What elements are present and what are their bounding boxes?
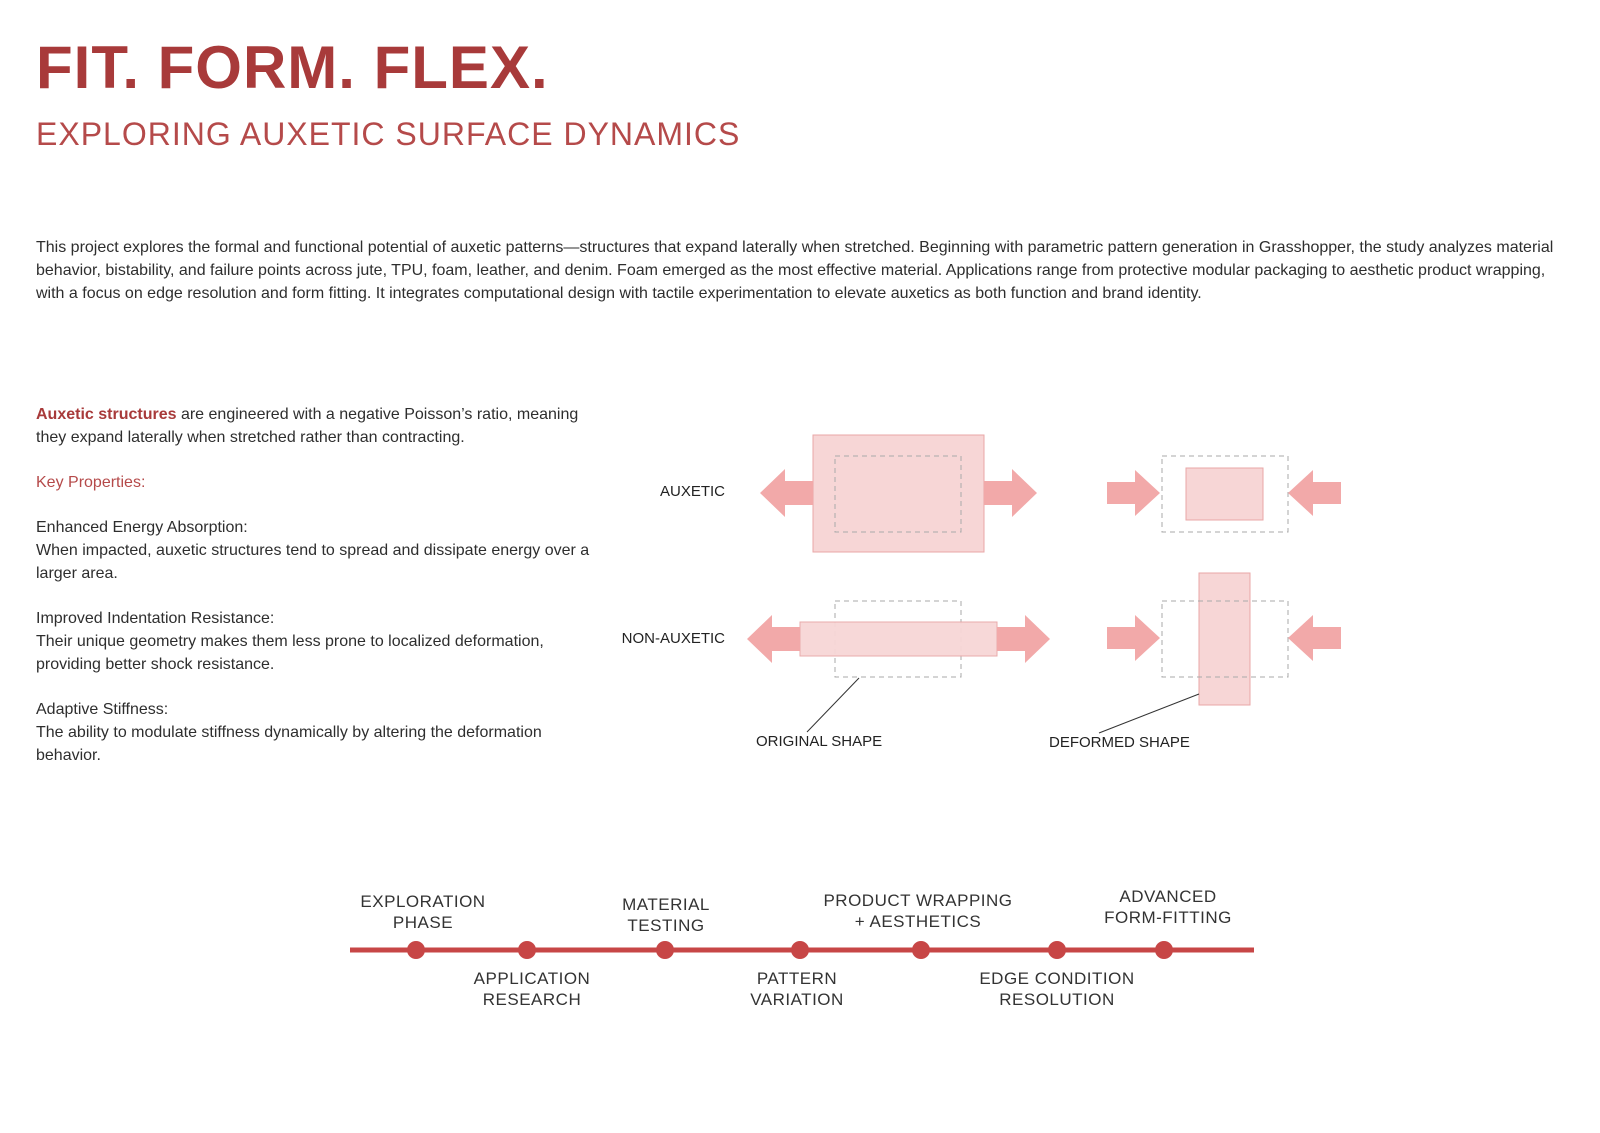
auxetic-stretch-figure — [760, 434, 1037, 553]
timeline-dot — [1155, 941, 1173, 959]
non-auxetic-compress-figure — [1107, 572, 1341, 706]
property-title: Adaptive Stiffness: — [36, 701, 169, 718]
deformed-shape-rect — [799, 621, 998, 657]
property-item: Improved Indentation Resistance: Their u… — [36, 607, 596, 676]
timeline-dot — [656, 941, 674, 959]
legend-original-shape: ORIGINAL SHAPE — [756, 733, 882, 750]
non-auxetic-stretch-figure — [747, 600, 1050, 678]
original-shape-rect — [1161, 600, 1289, 678]
row-label-non-auxetic: NON-AUXETIC — [622, 630, 726, 647]
arrow-right-icon — [984, 469, 1037, 517]
intro-paragraph: This project explores the formal and fun… — [36, 239, 1554, 302]
milestone-material-line1: MATERIAL — [622, 895, 710, 914]
arrow-left-icon — [747, 615, 800, 663]
row-label-auxetic: AUXETIC — [660, 483, 725, 500]
arrow-left-icon — [1288, 470, 1341, 516]
property-description: Their unique geometry makes them less pr… — [36, 633, 544, 673]
milestone-formfitting-line1: ADVANCED — [1119, 887, 1216, 906]
process-timeline: EXPLORATION PHASE MATERIAL TESTING PRODU… — [350, 887, 1254, 1009]
properties-section: Auxetic structures are engineered with a… — [36, 403, 596, 789]
arrow-left-icon — [1288, 615, 1341, 661]
milestone-application-line1: APPLICATION — [474, 969, 591, 988]
milestone-wrapping-line1: PRODUCT WRAPPING — [823, 891, 1012, 910]
timeline-dot — [791, 941, 809, 959]
original-shape-rect — [834, 455, 962, 533]
arrow-left-icon — [760, 469, 813, 517]
milestone-edge-line2: RESOLUTION — [999, 990, 1115, 1009]
milestone-pattern-line1: PATTERN — [757, 969, 837, 988]
legend-deformed-shape: DEFORMED SHAPE — [1049, 734, 1190, 751]
property-title: Enhanced Energy Absorption: — [36, 519, 248, 536]
timeline-dot — [407, 941, 425, 959]
key-properties-heading: Key Properties: — [36, 474, 146, 491]
deformed-shape-rect — [1198, 572, 1251, 706]
milestone-edge-line1: EDGE CONDITION — [979, 969, 1134, 988]
poisson-diagram: AUXETIC NON-AUXETIC ORIGINAL SHAPE DEFOR… — [622, 434, 1341, 751]
milestone-material-line2: TESTING — [627, 916, 704, 935]
arrow-right-icon — [1107, 470, 1160, 516]
auxetic-compress-figure — [1107, 455, 1341, 533]
milestone-exploration-line2: PHASE — [393, 913, 453, 932]
property-title: Improved Indentation Resistance: — [36, 610, 275, 627]
milestone-exploration-line1: EXPLORATION — [360, 892, 485, 911]
milestone-formfitting-line2: FORM-FITTING — [1104, 908, 1232, 927]
milestone-wrapping-line2: + AESTHETICS — [855, 912, 981, 931]
property-item: Enhanced Energy Absorption: When impacte… — [36, 516, 596, 585]
property-description: When impacted, auxetic structures tend t… — [36, 542, 590, 582]
deformed-shape-leader — [1098, 693, 1200, 734]
auxetic-definition: Auxetic structures are engineered with a… — [36, 403, 596, 449]
milestone-pattern-line2: VARIATION — [750, 990, 844, 1009]
original-shape-leader — [806, 677, 860, 733]
deformed-shape-rect — [1185, 467, 1264, 521]
milestone-application-line2: RESEARCH — [483, 990, 581, 1009]
original-shape-rect — [1161, 455, 1289, 533]
property-item: Adaptive Stiffness: The ability to modul… — [36, 698, 596, 767]
timeline-dot — [518, 941, 536, 959]
page-title: FIT. FORM. FLEX. — [36, 34, 549, 101]
deformed-shape-rect — [812, 434, 985, 553]
arrow-right-icon — [997, 615, 1050, 663]
auxetic-definition-text: are engineered with a negative Poisson’s… — [36, 406, 579, 446]
timeline-dot — [912, 941, 930, 959]
property-description: The ability to modulate stiffness dynami… — [36, 724, 542, 764]
timeline-dot — [1048, 941, 1066, 959]
arrow-right-icon — [1107, 615, 1160, 661]
auxetic-term: Auxetic structures — [36, 406, 177, 423]
page-subtitle: EXPLORING AUXETIC SURFACE DYNAMICS — [36, 116, 741, 152]
